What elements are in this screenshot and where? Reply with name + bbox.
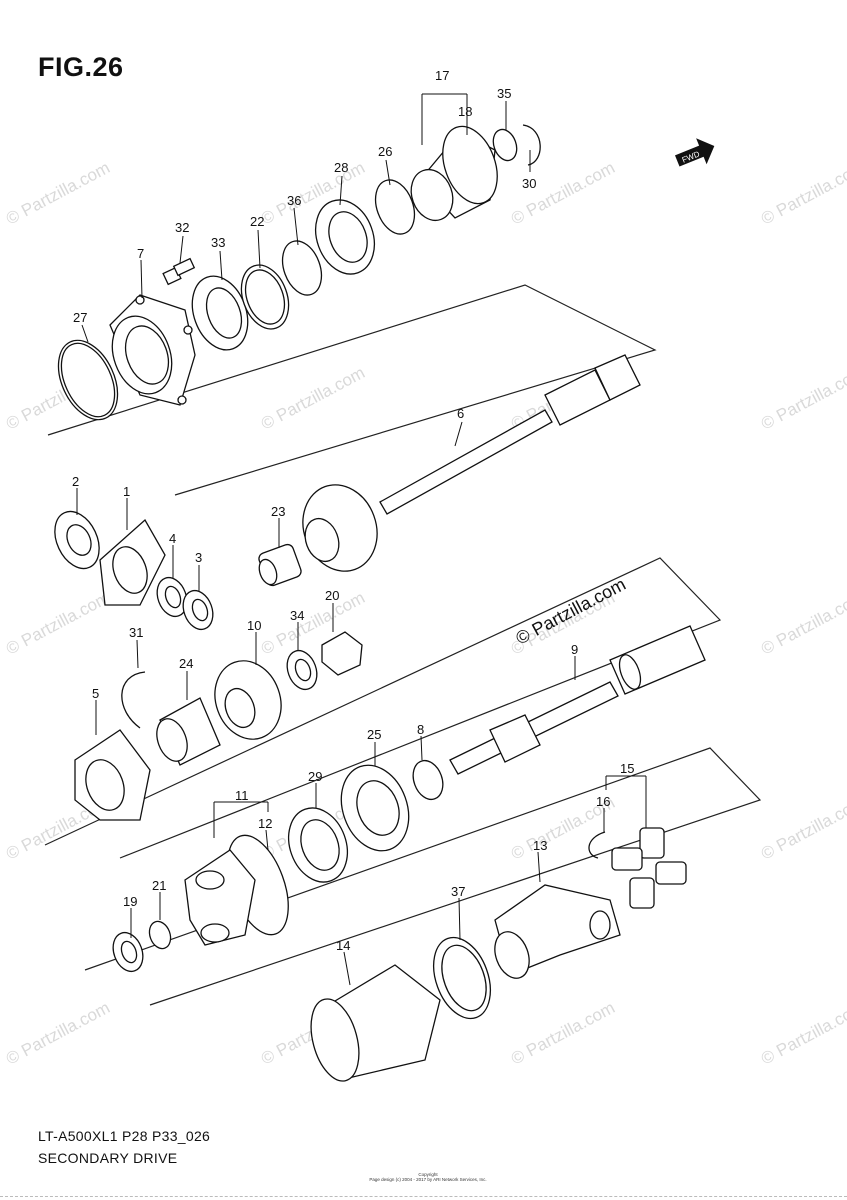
- part-19-nut: [112, 931, 144, 973]
- watermark-tile: © Partzilla.com: [3, 588, 113, 659]
- partzilla-watermark-main: © Partzilla.com: [512, 574, 628, 649]
- forward-direction-arrow: FWD: [674, 138, 715, 167]
- callout-5: 5: [92, 686, 99, 701]
- callout-29: 29: [308, 769, 322, 784]
- callout-28: 28: [334, 160, 348, 175]
- part-11-yoke: [184, 849, 256, 946]
- callout-14: 14: [336, 938, 350, 953]
- part-30-circlip: [522, 124, 541, 166]
- part-15-universal-joint-cross: [611, 827, 687, 909]
- callout-24: 24: [179, 656, 193, 671]
- watermark-tile: © Partzilla.com: [508, 998, 618, 1069]
- part-32-bolt: [162, 257, 196, 286]
- watermark-tile: © Partzilla.com: [758, 793, 847, 864]
- watermark-tile: © Partzilla.com: [258, 363, 368, 434]
- watermark-tile: © Partzilla.com: [758, 363, 847, 434]
- watermark-tile: © Partzilla.com: [3, 998, 113, 1069]
- part-33-bearing: [191, 275, 249, 351]
- callout-32: 32: [175, 220, 189, 235]
- callout-20: 20: [325, 588, 339, 603]
- watermark-tile: © Partzilla.com: [758, 588, 847, 659]
- watermark-tile: © Partzilla.com: [758, 158, 847, 229]
- callout-1: 1: [123, 484, 130, 499]
- copyright-notice: Copyright Page design (c) 2004 - 2017 by…: [368, 1172, 488, 1182]
- callout-33: 33: [211, 235, 225, 250]
- callout-10: 10: [247, 618, 261, 633]
- watermark-layer: © Partzilla.com © Partzilla.com © Partzill…: [3, 158, 847, 1069]
- callout-22: 22: [250, 214, 264, 229]
- part-29-seal: [288, 807, 348, 883]
- callout-34: 34: [290, 608, 304, 623]
- part-3-nut: [182, 589, 214, 631]
- callout-13: 13: [533, 838, 547, 853]
- part-23-needle-bearing: [258, 543, 302, 587]
- callout-36: 36: [287, 193, 301, 208]
- part-28-bearing: [315, 199, 375, 275]
- joint-group-outline: [84, 747, 762, 1006]
- copyright-line-1: Copyright: [418, 1172, 438, 1177]
- model-code: LT-A500XL1 P28 P33_026: [38, 1128, 211, 1144]
- part-13-slip-yoke: [494, 884, 621, 979]
- callout-21: 21: [152, 878, 166, 893]
- part-5-bevel-gear: [74, 729, 151, 821]
- part-9-shaft: [449, 625, 706, 775]
- callout-17: 17: [435, 68, 449, 83]
- part-16-circlip: [588, 831, 606, 859]
- part-10-gear: [214, 660, 282, 740]
- callout-11: 11: [235, 788, 249, 803]
- svg-text:FWD: FWD: [681, 149, 701, 164]
- callout-12: 12: [258, 816, 272, 831]
- part-number-callouts: 17 18 35 30 26 28 36 22 33 32 7 27 6 2 1…: [72, 68, 634, 953]
- callout-31: 31: [129, 625, 143, 640]
- part-20-nut: [321, 631, 363, 676]
- watermark-tile: © Partzilla.com: [508, 158, 618, 229]
- part-21-washer: [148, 920, 172, 950]
- callout-15: 15: [620, 761, 634, 776]
- callout-37: 37: [451, 884, 465, 899]
- callout-30: 30: [522, 176, 536, 191]
- bottom-divider: [0, 1196, 847, 1197]
- callout-23: 23: [271, 504, 285, 519]
- part-1-bevel-gear: [99, 518, 166, 606]
- shaft-9-group-outline: [44, 557, 722, 859]
- callout-16: 16: [596, 794, 610, 809]
- part-7-bearing-housing: [109, 294, 196, 406]
- callout-6: 6: [457, 406, 464, 421]
- callout-35: 35: [497, 86, 511, 101]
- part-6-shaft-gear: [302, 484, 378, 572]
- callout-7: 7: [137, 246, 144, 261]
- leader-lines: [76, 93, 647, 986]
- callout-4: 4: [169, 531, 176, 546]
- callout-3: 3: [195, 550, 202, 565]
- figure-label: FIG.26: [38, 52, 124, 82]
- callout-9: 9: [571, 642, 578, 657]
- part-26-o-ring: [374, 179, 416, 235]
- watermark-tile: © Partzilla.com: [3, 158, 113, 229]
- part-6-shaft: [379, 354, 641, 515]
- callout-2: 2: [72, 474, 79, 489]
- part-31-circlip: [121, 671, 146, 729]
- copyright-line-2: Page design (c) 2004 - 2017 by ARI Netwo…: [369, 1177, 487, 1182]
- callout-18: 18: [458, 104, 472, 119]
- part-25-bearing: [340, 764, 410, 852]
- section-name: SECONDARY DRIVE: [38, 1150, 178, 1166]
- watermark-tile: © Partzilla.com: [758, 998, 847, 1069]
- parts-drawing: [54, 124, 706, 1082]
- part-35-shim: [492, 128, 518, 162]
- part-18-sleeve: [410, 125, 498, 222]
- part-14-boot: [310, 964, 441, 1082]
- callout-19: 19: [123, 894, 137, 909]
- group-outlines: [44, 284, 762, 1006]
- part-36-circlip: [281, 240, 323, 296]
- callout-8: 8: [417, 722, 424, 737]
- part-24-needle-bearing: [156, 697, 221, 766]
- callout-25: 25: [367, 727, 381, 742]
- callout-26: 26: [378, 144, 392, 159]
- callout-27: 27: [73, 310, 87, 325]
- shaft-6-group-outline: [47, 284, 657, 496]
- part-37-boot-clamp: [433, 936, 491, 1020]
- part-8-o-ring: [412, 759, 444, 801]
